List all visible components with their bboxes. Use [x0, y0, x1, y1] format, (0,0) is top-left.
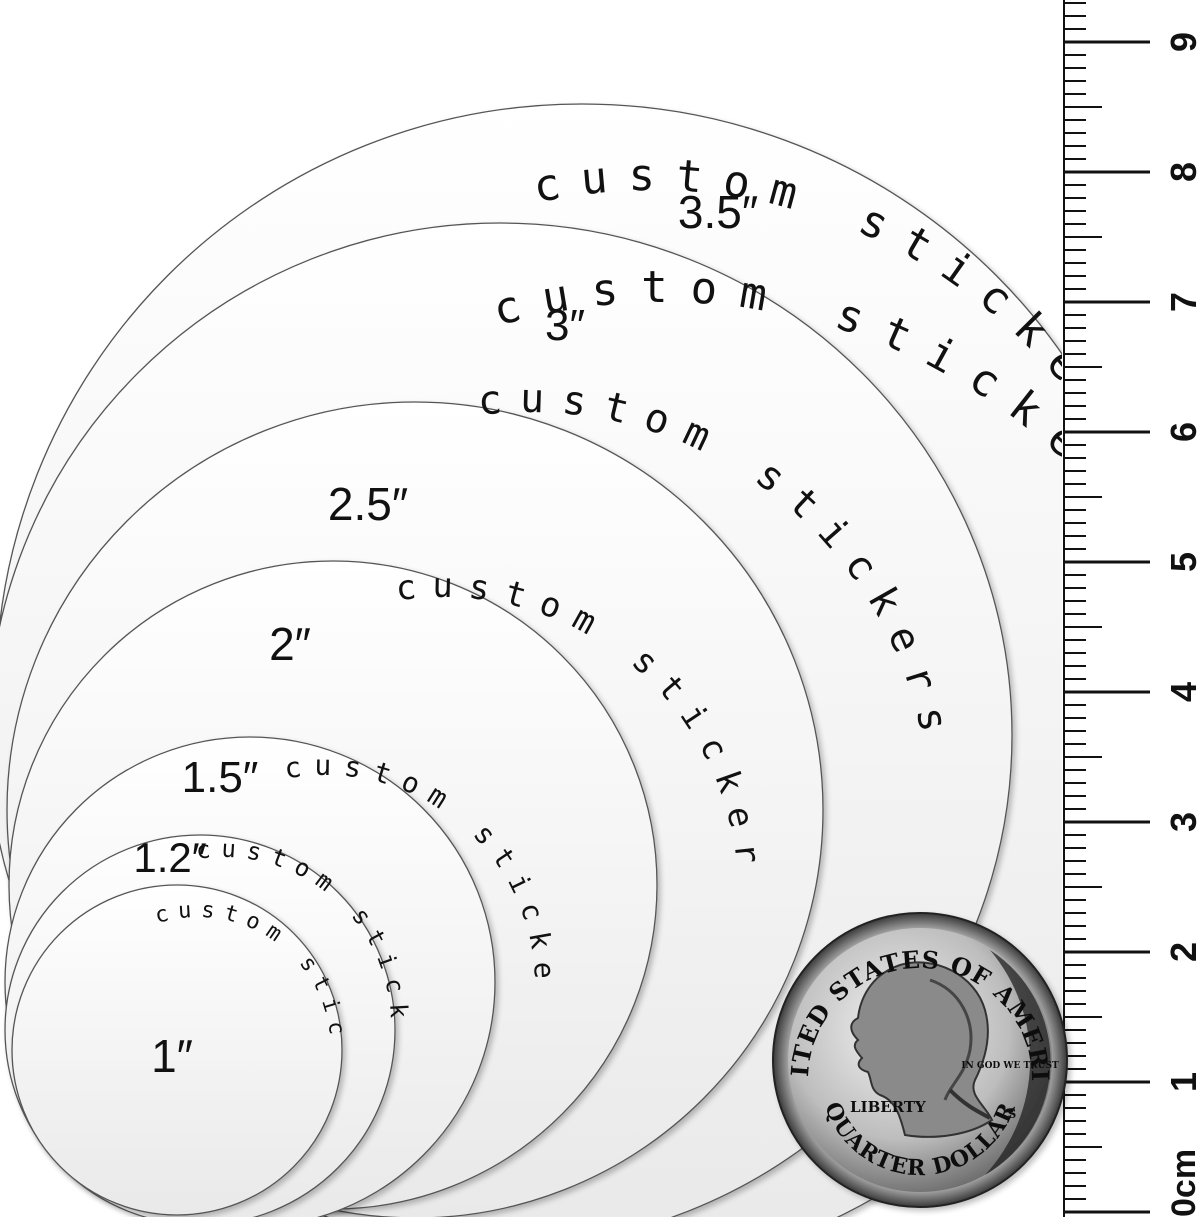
hair-detail [929, 978, 973, 1101]
ruler-number: 8 [1163, 162, 1200, 182]
ruler-number: 7 [1163, 292, 1200, 312]
sticker-1-2-size-label: 1.2″ [133, 834, 206, 881]
ribbon-detail [948, 1088, 991, 1120]
ruler-number: 1 [1163, 1072, 1200, 1092]
washington-portrait [850, 961, 994, 1138]
sticker-size-labels: 3.5″ 3″ 2.5″ 2″ 1.5″ 1.2″ 1″ [133, 186, 758, 1082]
sticker-2-size-label: 2″ [269, 618, 311, 670]
ruler-number: 2 [1163, 942, 1200, 962]
ruler-number: 4 [1163, 682, 1200, 702]
coin-liberty: LIBERTY [850, 1098, 926, 1116]
ruler-ticks [1063, 0, 1150, 1217]
sticker-3-5-size-label: 3.5″ [678, 186, 758, 238]
ruler-body [1062, 0, 1200, 1217]
coin-motto: IN GOD WE TRUST [961, 1061, 1059, 1071]
ruler-number: 6 [1163, 422, 1200, 442]
sticker-1-circle [11, 884, 343, 1216]
sticker-3-size-label: 3″ [545, 301, 585, 350]
sticker-1-5-size-label: 1.5″ [182, 753, 259, 802]
ruler-unit: 0cm [1165, 1149, 1200, 1217]
coin-mint-mark: S [1008, 1107, 1017, 1121]
ruler-number: 9 [1163, 32, 1200, 52]
sticker-circles [0, 103, 1169, 1217]
ruler-numbers: 1 2 3 4 5 6 7 8 9 [1163, 32, 1200, 1092]
sticker-1-size-label: 1″ [151, 1030, 193, 1082]
coin-shadow [985, 950, 1051, 1175]
ruler-number: 3 [1163, 812, 1200, 832]
ruler-number: 5 [1163, 552, 1200, 572]
sticker-2-5-size-label: 2.5″ [328, 478, 408, 530]
ruler: 1 2 3 4 5 6 7 8 9 0cm [1062, 0, 1200, 1217]
